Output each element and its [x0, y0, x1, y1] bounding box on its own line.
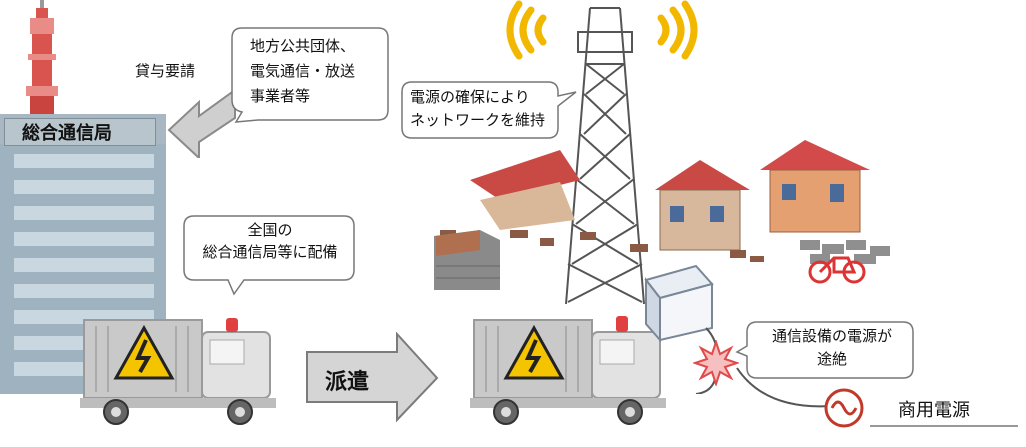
sine-wave-icon: [824, 388, 864, 428]
authorities-line-1: 地方公共団体、: [250, 37, 356, 55]
communication-tower: [565, 7, 645, 305]
network-line-2: ネットワークを維持: [410, 111, 546, 129]
damaged-houses: [434, 140, 890, 290]
bicycle-icon: [808, 256, 866, 284]
callout-deployment-text: 全国の 総合通信局等に配備: [200, 219, 340, 263]
power-cable: [736, 367, 832, 408]
rooftop-tower: [26, 0, 58, 114]
callout-outage: [735, 321, 914, 379]
outage-line-2: 途絶: [816, 350, 847, 368]
power-truck-left: [80, 318, 276, 425]
callout-authorities: [231, 27, 389, 123]
warning-icon-left: [113, 324, 175, 380]
commercial-power-box: [870, 393, 1018, 427]
callout-deployment: [183, 215, 355, 296]
spark-icon: [693, 340, 739, 386]
signal-waves-icon: [506, 0, 698, 60]
deployment-line-1: 全国の: [247, 221, 293, 239]
authorities-line-3: 事業者等: [250, 87, 311, 105]
building-sign-label: 総合通信局: [22, 123, 112, 144]
request-label: 貸与要請: [135, 62, 196, 80]
warning-icon-right: [503, 324, 565, 380]
dispatch-arrow: [306, 332, 439, 423]
callout-outage-text: 通信設備の電源が 途絶: [757, 325, 907, 371]
dispatch-label: 派遣: [325, 370, 370, 395]
building-sign: [4, 118, 156, 146]
power-truck-right: [470, 316, 666, 425]
callout-network-text: 電源の確保により ネットワークを維持: [410, 86, 545, 132]
outage-line-1: 通信設備の電源が: [771, 327, 892, 345]
callout-authorities-text: 地方公共団体、 電気通信・放送 事業者等: [250, 34, 355, 109]
authorities-line-2: 電気通信・放送: [250, 62, 356, 80]
callout-network: [401, 81, 577, 139]
equipment-cabinet: [644, 264, 719, 394]
deployment-line-2: 総合通信局等に配備: [202, 243, 338, 261]
commercial-power-label: 商用電源: [898, 400, 970, 421]
network-line-1: 電源の確保により: [410, 88, 530, 106]
